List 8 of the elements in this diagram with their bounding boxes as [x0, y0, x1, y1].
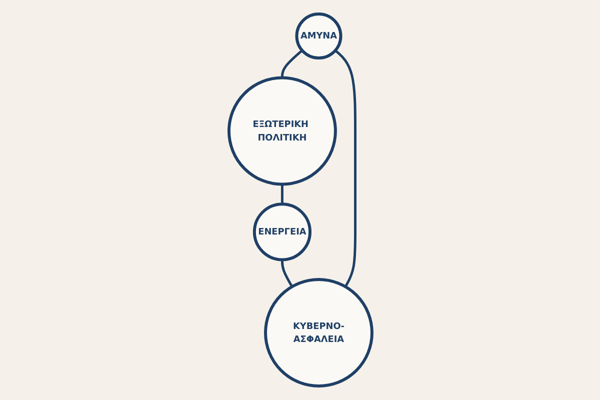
- node-circle: ΑΜΥΝΑ: [294, 12, 342, 60]
- connector: [280, 184, 283, 204]
- connector: [334, 50, 356, 288]
- node-circle: ΚΥΒΕΡΝΟ-ΑΣΦΑΛΕΙΑ: [264, 278, 373, 388]
- connector: [280, 50, 302, 78]
- node-circle: ΕΝΕΡΓΕΙΑ: [252, 202, 311, 262]
- connector: [280, 260, 293, 288]
- node-circle: ΕΞΩΤΕΡΙΚΗ ΠΟΛΙΤΙΚΗ: [227, 76, 336, 186]
